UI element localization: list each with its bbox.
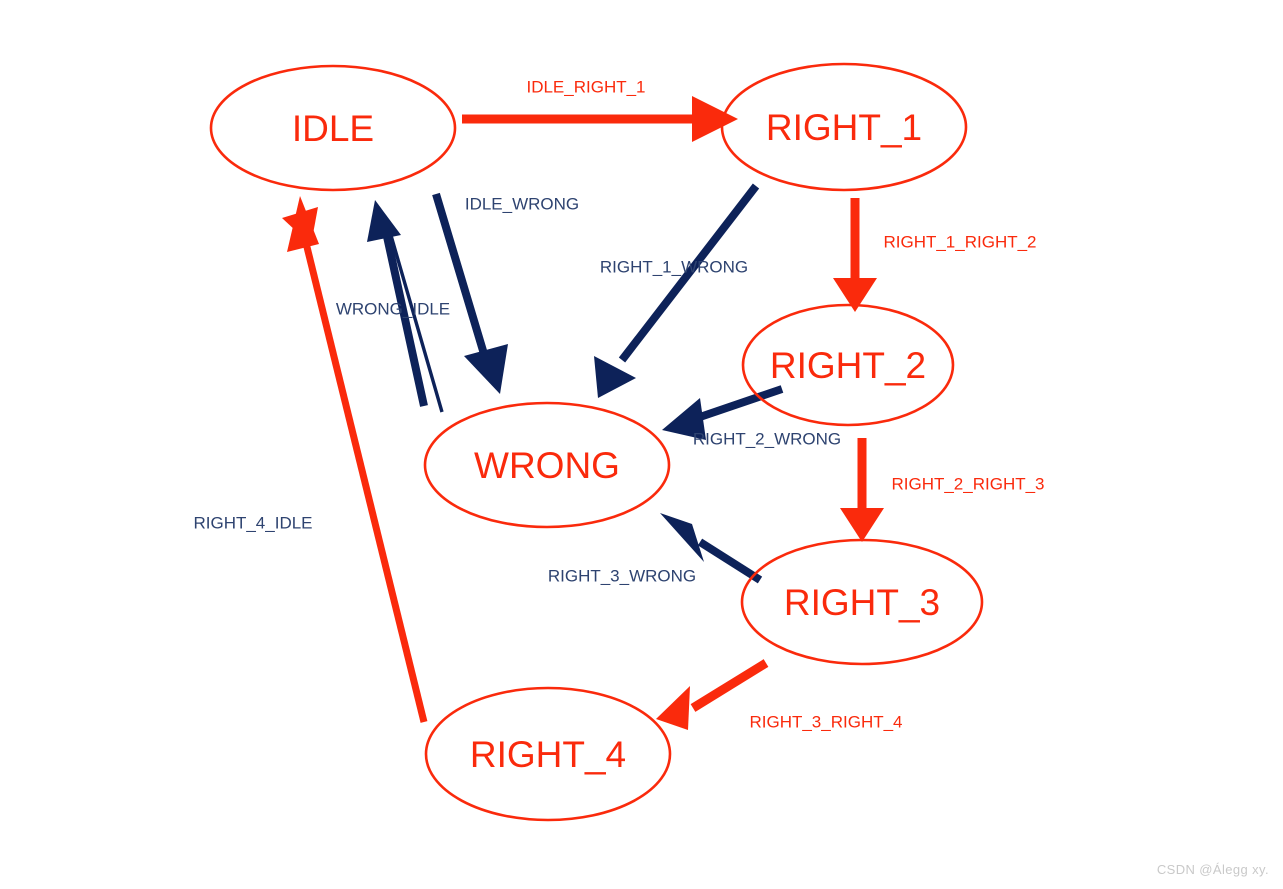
state-node-idle[interactable]: IDLE (209, 64, 457, 192)
edge-label-right-2-right-3: RIGHT_2_RIGHT_3 (891, 474, 1044, 493)
edge-right-3-wrong-arrowhead (660, 513, 704, 562)
state-node-right-1[interactable]: RIGHT_1 (720, 62, 968, 192)
edge-idle-right-1-arrowhead (692, 96, 738, 142)
edge-label-right-3-wrong: RIGHT_3_WRONG (548, 566, 696, 585)
edge-label-idle-wrong: IDLE_WRONG (465, 194, 579, 213)
edge-right-2-wrong[interactable] (662, 385, 784, 440)
edge-right-1-wrong[interactable] (594, 183, 760, 398)
edge-right-1-wrong-shaft (618, 183, 760, 363)
state-node-right-2-label: RIGHT_2 (770, 345, 926, 386)
edge-label-right-2-wrong: RIGHT_2_WRONG (693, 429, 841, 448)
watermark: CSDN @Álegg xy. (1156, 862, 1269, 877)
edge-right-4-idle-shaft (302, 242, 428, 723)
edge-right-4-idle[interactable] (282, 196, 428, 723)
edge-wrong-idle[interactable] (367, 200, 444, 413)
edge-label-wrong-idle: WRONG_IDLE (336, 299, 450, 318)
state-node-right-4-ellipse (424, 686, 672, 822)
state-node-right-2-ellipse (741, 303, 955, 427)
edge-right-1-wrong-arrowhead (594, 356, 636, 398)
state-node-right-1-ellipse (720, 62, 968, 192)
state-node-wrong-ellipse (423, 401, 671, 529)
state-node-idle-label: IDLE (292, 108, 374, 149)
edge-idle-wrong[interactable] (432, 192, 508, 394)
edge-wrong-idle-shaft-thin (388, 231, 444, 413)
edge-right-2-right-3[interactable] (840, 438, 884, 542)
edge-label-right-1-wrong: RIGHT_1_WRONG (600, 257, 748, 276)
edge-right-3-wrong[interactable] (660, 513, 763, 584)
state-node-right-1-label: RIGHT_1 (766, 107, 922, 148)
state-node-wrong[interactable]: WRONG (423, 401, 671, 529)
edge-label-right-3-right-4: RIGHT_3_RIGHT_4 (749, 712, 902, 731)
edge-right-2-wrong-shaft (695, 385, 784, 422)
edge-idle-wrong-arrowhead (464, 344, 508, 394)
state-node-right-2[interactable]: RIGHT_2 (741, 303, 955, 427)
state-node-right-3-ellipse (740, 538, 984, 666)
edge-right-1-right-2[interactable] (833, 198, 877, 312)
edge-right-3-wrong-shaft (697, 538, 763, 584)
state-node-right-4-label: RIGHT_4 (470, 734, 626, 775)
edge-right-2-wrong-arrowhead (662, 398, 706, 440)
edge-right-4-idle-arrowhead-tip (287, 196, 319, 252)
edge-right-3-right-4[interactable] (656, 659, 769, 730)
edge-right-2-right-3-arrowhead (840, 508, 884, 542)
edge-wrong-idle-shaft (382, 231, 428, 407)
edge-right-1-right-2-arrowhead (833, 278, 877, 312)
edge-idle-wrong-shaft (432, 192, 488, 356)
edge-right-3-right-4-shaft (690, 659, 769, 712)
edge-label-right-1-right-2: RIGHT_1_RIGHT_2 (883, 232, 1036, 251)
state-node-right-3-label: RIGHT_3 (784, 582, 940, 623)
edge-wrong-idle-arrowhead (367, 200, 401, 242)
state-node-right-4[interactable]: RIGHT_4 (424, 686, 672, 822)
state-node-idle-ellipse (209, 64, 457, 192)
state-node-wrong-label: WRONG (474, 445, 620, 486)
state-node-right-3[interactable]: RIGHT_3 (740, 538, 984, 666)
edge-label-idle-right-1: IDLE_RIGHT_1 (526, 77, 645, 96)
edge-idle-right-1[interactable] (462, 96, 738, 142)
edge-right-3-right-4-arrowhead (656, 686, 690, 730)
edge-label-right-4-idle: RIGHT_4_IDLE (193, 513, 312, 532)
